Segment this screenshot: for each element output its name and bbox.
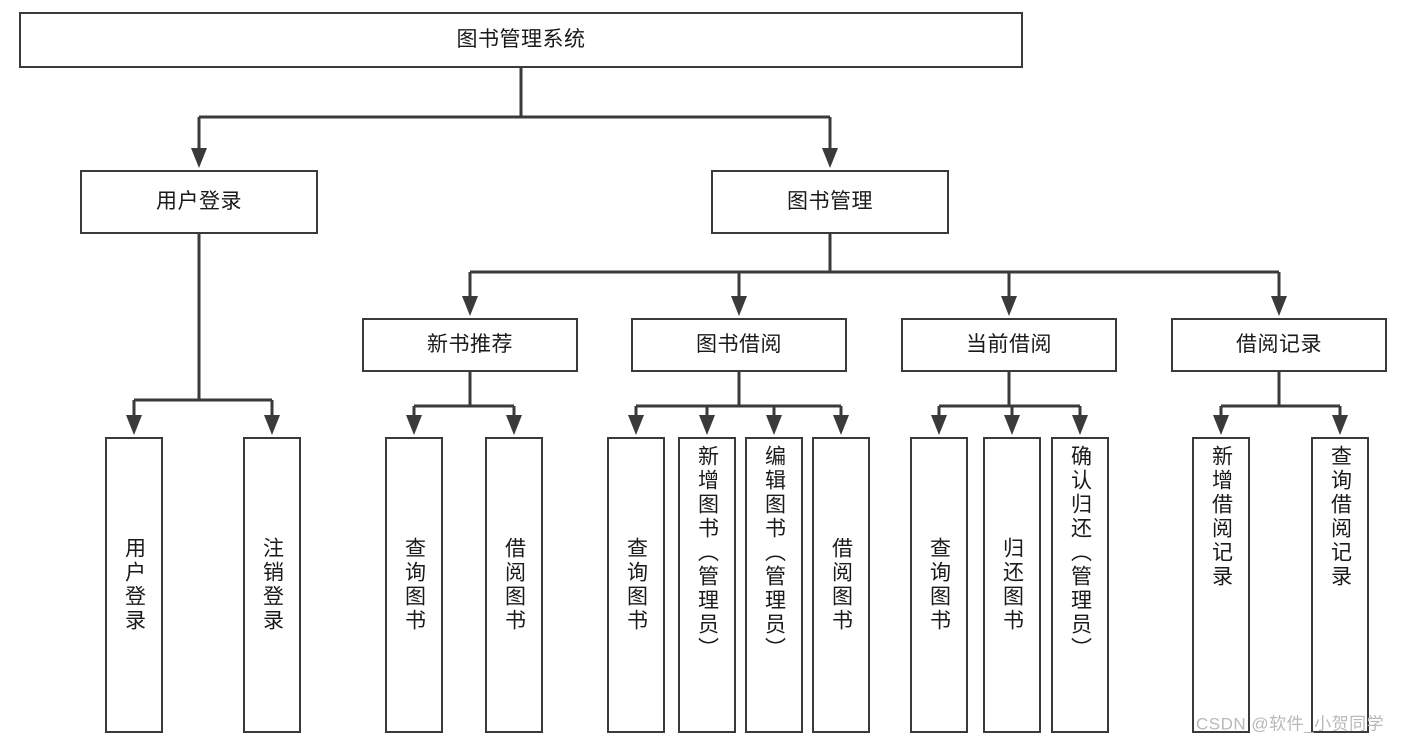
arrow-head [1332,415,1348,435]
node-leaf-rec-query[interactable]: 查询借阅记录 [1311,437,1369,733]
node-leaf-bk-query[interactable]: 查询图书 [607,437,665,733]
arrow-head [126,415,142,435]
node-leaf-user-login[interactable]: 用户登录 [105,437,163,733]
node-label: 归还图书 [1000,537,1024,633]
node-leaf-bk-edit[interactable]: 编辑图书（管理员） [745,437,803,733]
arrow-head [264,415,280,435]
node-label: 借阅记录 [1236,333,1322,357]
node-leaf-nb-query[interactable]: 查询图书 [385,437,443,733]
node-label: 图书借阅 [696,333,782,357]
node-leaf-bk-borrow[interactable]: 借阅图书 [812,437,870,733]
node-label: 图书管理 [787,190,873,214]
node-label: 借阅图书 [829,537,853,633]
node-bookmgmt[interactable]: 图书管理 [711,170,949,234]
arrow-head [931,415,947,435]
arrow-head [462,296,478,316]
node-label: 注销登录 [260,537,284,633]
node-label: 用户登录 [122,537,146,633]
arrow-head [731,296,747,316]
node-label: 确认归还（管理员） [1068,445,1092,661]
node-leaf-bk-add[interactable]: 新增图书（管理员） [678,437,736,733]
node-label: 查询图书 [402,537,426,633]
arrow-head [699,415,715,435]
node-leaf-nb-borrow[interactable]: 借阅图书 [485,437,543,733]
node-leaf-cur-return[interactable]: 归还图书 [983,437,1041,733]
node-leaf-cur-confirm[interactable]: 确认归还（管理员） [1051,437,1109,733]
node-records[interactable]: 借阅记录 [1171,318,1387,372]
arrow-head [1001,296,1017,316]
node-label: 新增借阅记录 [1209,445,1233,589]
arrow-head [822,148,838,168]
node-label: 查询图书 [624,537,648,633]
node-leaf-cur-query[interactable]: 查询图书 [910,437,968,733]
node-label: 当前借阅 [966,333,1052,357]
node-label: 编辑图书（管理员） [762,445,786,661]
node-label: 新增图书（管理员） [695,445,719,661]
arrow-head [1072,415,1088,435]
node-leaf-user-logout[interactable]: 注销登录 [243,437,301,733]
node-label: 图书管理系统 [456,28,586,52]
node-label: 用户登录 [156,190,242,214]
arrow-head [1213,415,1229,435]
arrow-head [1271,296,1287,316]
arrow-head [628,415,644,435]
arrow-head [766,415,782,435]
arrow-head [406,415,422,435]
node-newbook[interactable]: 新书推荐 [362,318,578,372]
node-label: 查询借阅记录 [1328,445,1352,589]
arrow-head [506,415,522,435]
arrow-head [191,148,207,168]
arrow-head [833,415,849,435]
node-root[interactable]: 图书管理系统 [19,12,1023,68]
node-label: 新书推荐 [427,333,513,357]
node-current[interactable]: 当前借阅 [901,318,1117,372]
node-label: 借阅图书 [502,537,526,633]
node-leaf-rec-add[interactable]: 新增借阅记录 [1192,437,1250,733]
node-borrow[interactable]: 图书借阅 [631,318,847,372]
node-login[interactable]: 用户登录 [80,170,318,234]
node-label: 查询图书 [927,537,951,633]
arrow-head [1004,415,1020,435]
